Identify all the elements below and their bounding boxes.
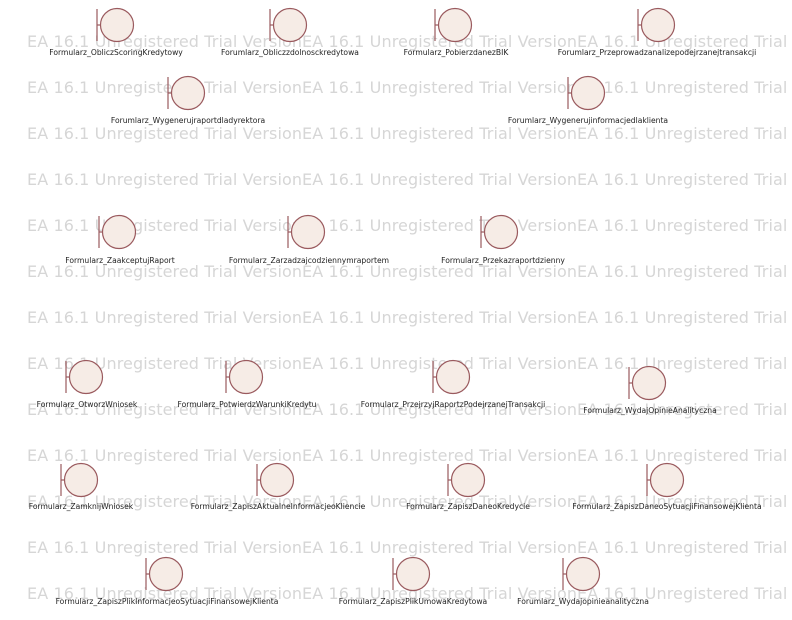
boundary-element-icon[interactable] [222,358,266,398]
boundary-element-label: Formularz_ZaakceptujRaport [65,256,175,265]
watermark-text: EA 16.1 Unregistered Trial Version [577,492,792,511]
watermark-text: EA 16.1 Unregistered Trial Version [577,216,792,235]
watermark-text: EA 16.1 Unregistered Trial Version [577,124,792,143]
boundary-element-label: Forumlarz_Wygenerujraportdladyrektora [110,116,266,125]
boundary-element-icon[interactable] [57,461,101,501]
boundary-element-icon[interactable] [266,6,310,46]
boundary-element-label: Formularz_PobierzdanezBIK [403,48,509,57]
boundary-element-label: Formularz_ZapiszPlikInformacjeoSytuacjiF… [55,597,279,606]
boundary-element-label: Formularz_ZamknijWniosek [28,502,134,511]
boundary-element-label: Formularz_Przekazraportdzienny [441,256,565,265]
watermark-text: EA 16.1 Unregistered Trial Version [302,216,578,235]
watermark-text: EA 16.1 Unregistered Trial Version [27,32,303,51]
boundary-element-label: Formularz_ZapiszDaneoSytuacjiFinansowejK… [572,502,762,511]
boundary-element-label: Formularz_ZapiszDaneoKredycie [406,502,530,511]
boundary-element-icon[interactable] [431,6,475,46]
watermark-text: EA 16.1 Unregistered Trial Version [577,170,792,189]
watermark-text: EA 16.1 Unregistered Trial Version [27,170,303,189]
boundary-element-icon[interactable] [634,6,678,46]
watermark-text: EA 16.1 Unregistered Trial Version [302,32,578,51]
watermark-text: EA 16.1 Unregistered Trial Version [302,78,578,97]
watermark-text: EA 16.1 Unregistered Trial Version [27,446,303,465]
boundary-element-icon[interactable] [429,358,473,398]
watermark-text: EA 16.1 Unregistered Trial Version [302,170,578,189]
boundary-element-label: Forumlarz_Wydajopinieanalityczna [517,597,649,606]
watermark-text: EA 16.1 Unregistered Trial Version [27,492,303,511]
boundary-element-icon[interactable] [477,213,521,253]
boundary-element-icon[interactable] [564,74,608,114]
watermark-text: EA 16.1 Unregistered Trial Version [577,446,792,465]
watermark-text: EA 16.1 Unregistered Trial Version [302,308,578,327]
watermark-text: EA 16.1 Unregistered Trial Version [302,400,578,419]
boundary-element-icon[interactable] [389,555,433,595]
watermark-text: EA 16.1 Unregistered Trial Version [577,400,792,419]
watermark-text: EA 16.1 Unregistered Trial Version [302,262,578,281]
boundary-element-icon[interactable] [284,213,328,253]
watermark-text: EA 16.1 Unregistered Trial Version [27,538,303,557]
boundary-element-label: Formularz_ZapiszPlikUmowaKredytowa [338,597,488,606]
watermark-text: EA 16.1 Unregistered Trial Version [302,584,578,603]
watermark-text: EA 16.1 Unregistered Trial Version [27,216,303,235]
watermark-text: EA 16.1 Unregistered Trial Version [27,584,303,603]
boundary-element-icon[interactable] [444,461,488,501]
boundary-element-icon[interactable] [164,74,208,114]
boundary-element-label: Formularz_ObliczScoringKredytowy [49,48,183,57]
watermark-text: EA 16.1 Unregistered Trial Version [577,538,792,557]
watermark-text: EA 16.1 Unregistered Trial Version [27,78,303,97]
boundary-element-label: Forumlarz_Obliczzdolnosckredytowa [221,48,359,57]
watermark-text: EA 16.1 Unregistered Trial Version [577,308,792,327]
watermark-text: EA 16.1 Unregistered Trial Version [27,262,303,281]
boundary-element-label: Formularz_PotwierdzWarunkiKredytu [177,400,317,409]
watermark-text: EA 16.1 Unregistered Trial Version [577,78,792,97]
boundary-element-icon[interactable] [643,461,687,501]
watermark-text: EA 16.1 Unregistered Trial Version [302,492,578,511]
boundary-element-label: Formularz_Zarzadzajcodziennymraportem [228,256,390,265]
watermark-text: EA 16.1 Unregistered Trial Version [577,584,792,603]
boundary-element-icon[interactable] [62,358,106,398]
boundary-element-icon[interactable] [93,6,137,46]
boundary-element-icon[interactable] [559,555,603,595]
boundary-element-icon[interactable] [95,213,139,253]
watermark-text: EA 16.1 Unregistered Trial Version [27,124,303,143]
boundary-element-icon[interactable] [625,364,669,404]
boundary-element-label: Forumlarz_Przeprowadzanalizepodejrzanejt… [557,48,757,57]
boundary-element-label: Forumlarz_Wygenerujinformacjedlaklienta [507,116,669,125]
watermark-text: EA 16.1 Unregistered Trial Version [577,262,792,281]
watermark-text: EA 16.1 Unregistered Trial Version [302,354,578,373]
watermark-text: EA 16.1 Unregistered Trial Version [27,308,303,327]
boundary-element-label: Formularz_WydajOpinieAnalityczna [583,406,717,415]
watermark-text: EA 16.1 Unregistered Trial Version [577,354,792,373]
boundary-element-label: Formularz_OtworzWniosek [36,400,138,409]
watermark-text: EA 16.1 Unregistered Trial Version [577,32,792,51]
boundary-element-icon[interactable] [142,555,186,595]
boundary-element-label: Formularz_PrzejrzyjRaportzPodejrzanejTra… [360,400,546,409]
boundary-element-label: Formularz_ZapiszAktualneInformacjeoKlien… [190,502,366,511]
watermark-text: EA 16.1 Unregistered Trial Version [27,400,303,419]
watermark-text: EA 16.1 Unregistered Trial Version [302,124,578,143]
boundary-element-icon[interactable] [253,461,297,501]
watermark-text: EA 16.1 Unregistered Trial Version [302,538,578,557]
watermark-text: EA 16.1 Unregistered Trial Version [302,446,578,465]
